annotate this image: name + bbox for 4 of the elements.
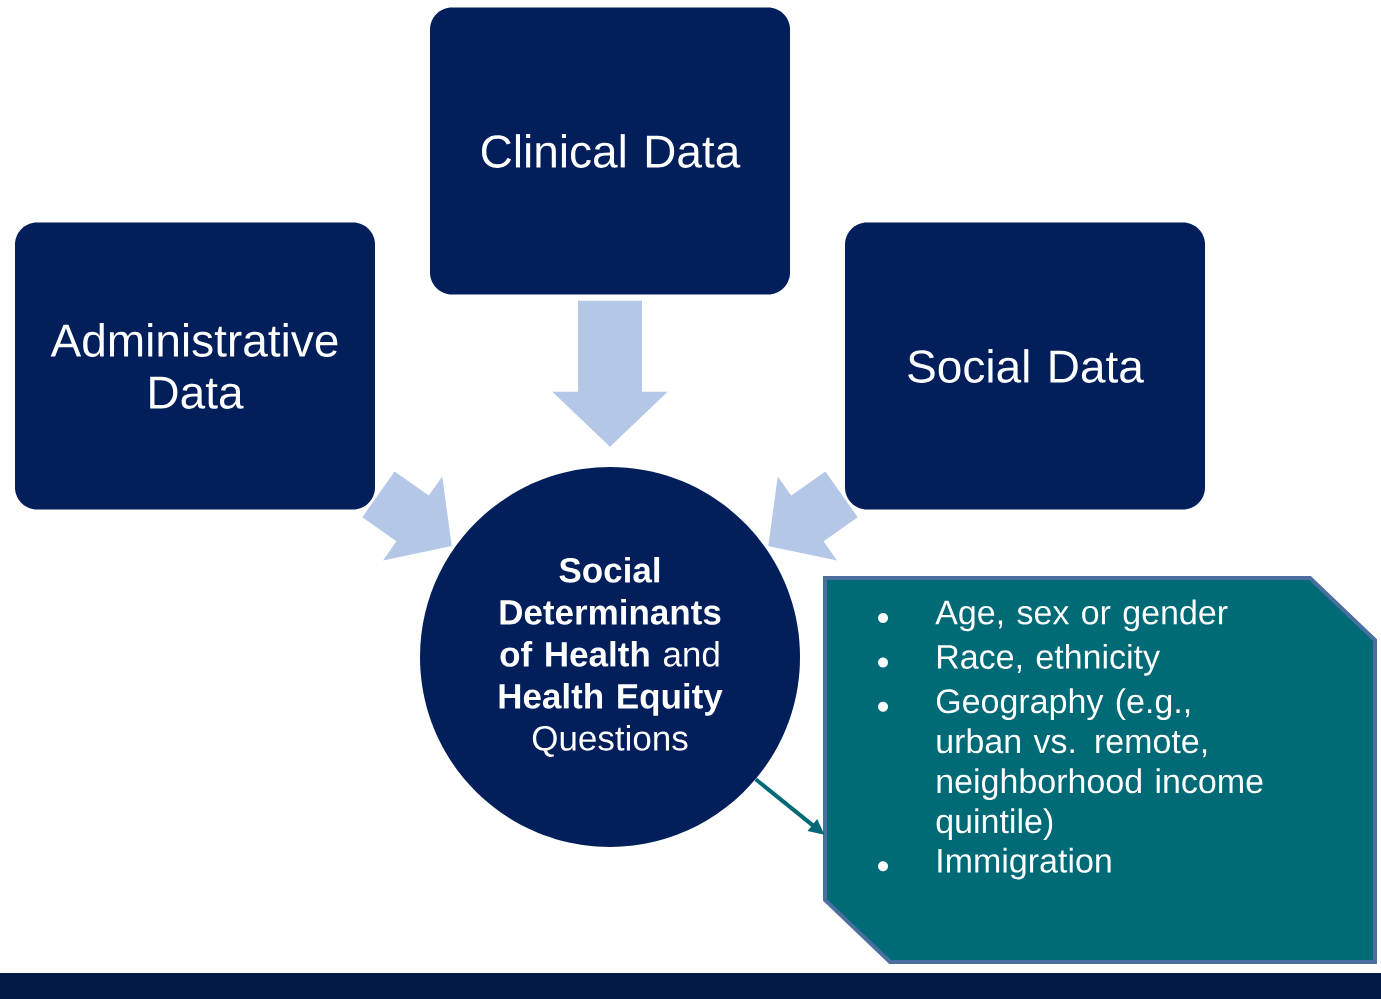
data-box: Social Data	[845, 222, 1205, 510]
data-box: Clinical Data	[430, 7, 790, 295]
data-box: Administrative Data	[15, 222, 375, 510]
list-panel: Age, sex or gender Race, ethnicity Geography (e.g., urban vs. remote, neighborhood income quintile) Immigration	[823, 576, 1377, 964]
